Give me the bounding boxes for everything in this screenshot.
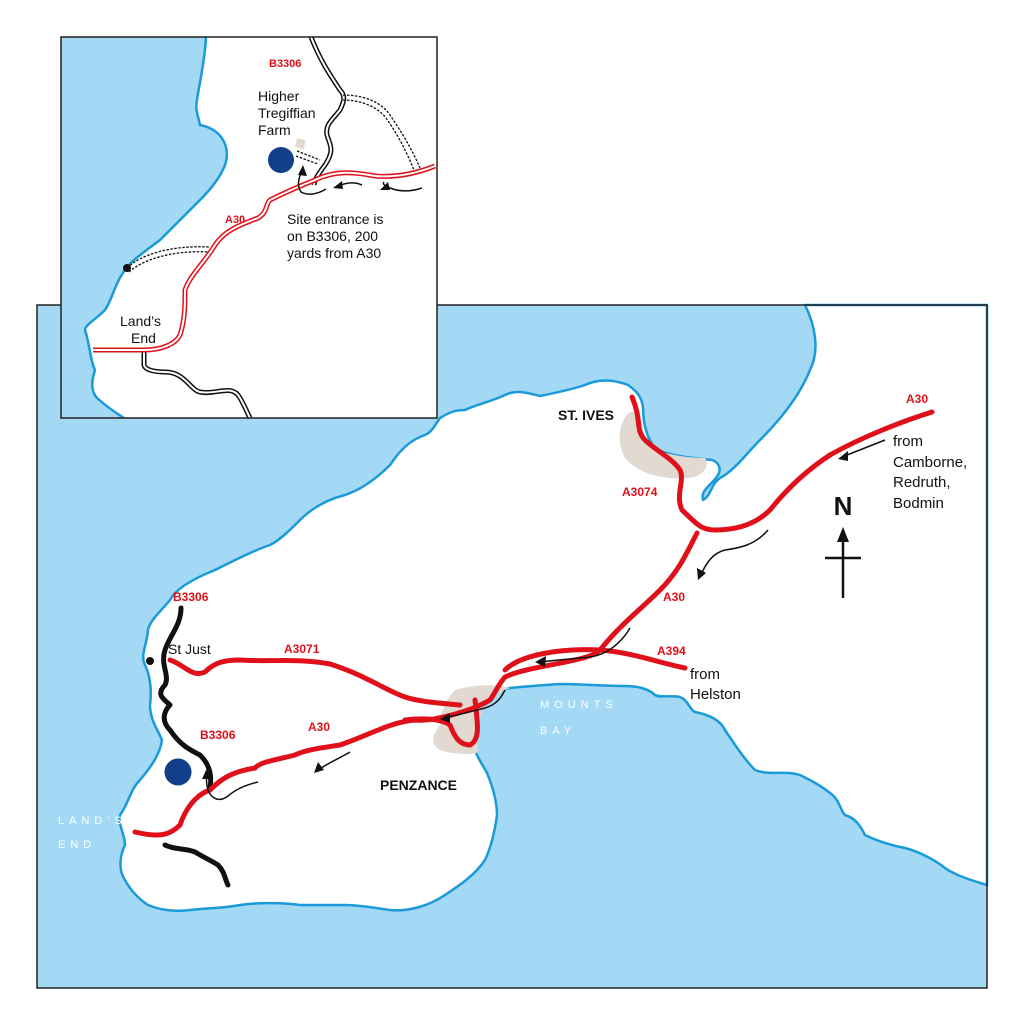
b3306-road (158, 605, 214, 793)
arrow-east (841, 439, 886, 458)
inset-note-line-1: Site entrance is (287, 211, 384, 227)
inset-site-marker[interactable] (268, 147, 294, 173)
a30-east-label: A30 (906, 392, 928, 406)
arrowhead-a30-north (697, 568, 706, 580)
arrowhead-east (838, 451, 848, 461)
penzance-loop (402, 697, 480, 748)
inset-farm-building (294, 138, 306, 150)
arrow-penzance (444, 689, 506, 719)
a3074-label: A3074 (622, 485, 658, 499)
site-marker[interactable] (161, 755, 195, 789)
mounts-bay-label-1: MOUNTS (540, 699, 618, 711)
arrowhead-a30-west (314, 762, 324, 773)
inset-lands-end-line-1: Land’s (120, 313, 161, 329)
inset-b3306-inner (310, 36, 345, 186)
inset-site-name-line-1: Higher (258, 88, 300, 104)
inset-arrowheads (298, 165, 390, 190)
arrow-a394 (539, 627, 631, 663)
a30-west-label: A30 (308, 720, 330, 734)
a3071-road (167, 657, 463, 708)
inset-coastline (83, 36, 228, 420)
from-helston-note: from Helston (690, 666, 741, 703)
inset-arrowhead-right (380, 182, 390, 190)
st-just-dot (146, 657, 154, 665)
inset-track-site-a (296, 150, 321, 161)
inset-arrow-right (382, 181, 423, 192)
inset-frame (60, 36, 438, 419)
inset-arrowhead-turn (298, 165, 307, 176)
from-east-line-4: Bodmin (893, 495, 944, 512)
inset-note-line-2: on B3306, 200 (287, 228, 378, 244)
inset-arrowhead-mid (333, 181, 343, 189)
north-label: N (834, 491, 853, 521)
from-east-line-3: Redruth, (893, 474, 951, 491)
north-arrow: N (825, 491, 861, 598)
lands-end-sea-label-1: LAND'S (58, 815, 127, 827)
penzance-label: PENZANCE (380, 777, 457, 793)
inset-directions-note: Site entrance is on B3306, 200 yards fro… (287, 211, 384, 261)
arrowhead-penzance (440, 713, 450, 723)
from-east-line-2: Camborne, (893, 454, 967, 471)
a394-road (502, 647, 688, 673)
b3306-north-label: B3306 (173, 590, 209, 604)
arrow-a30-north (699, 529, 769, 578)
main-map-frame (36, 304, 988, 989)
arrowhead-a394 (535, 656, 546, 667)
inset-track-ne-b (342, 99, 415, 171)
inset-track-ne-a (342, 94, 421, 169)
inset-lands-end-line-2: End (131, 330, 156, 346)
north-arrow-head (837, 527, 849, 542)
a394-label: A394 (657, 644, 686, 658)
inset-track-west-b (128, 251, 209, 273)
st-just-label: St Just (168, 641, 211, 657)
inset-map: B3306 A30 Higher Tregiffian Farm Site en… (60, 36, 438, 420)
inset-site-name-line-3: Farm (258, 122, 291, 138)
inset-b3306-label: B3306 (269, 58, 301, 70)
arrowheads (202, 451, 848, 779)
inset-south-road-inner (143, 350, 251, 419)
from-east-note: from Camborne, Redruth, Bodmin (893, 433, 967, 512)
main-map: N ST. IVES PENZANCE St Just A30 A30 A30 … (36, 303, 989, 989)
inset-sea (61, 37, 227, 418)
b3306-road-south (162, 842, 231, 888)
inset-a30-label: A30 (225, 214, 245, 226)
a30-road (629, 394, 935, 533)
arrowhead-site (202, 768, 212, 779)
st-ives-label: ST. IVES (558, 407, 614, 423)
inset-village-dot (123, 264, 131, 272)
inset-site-name: Higher Tregiffian Farm (258, 88, 316, 138)
arrow-site (205, 771, 259, 801)
inset-note-line-3: yards from A30 (287, 245, 381, 261)
inset-track-west-a (126, 246, 211, 269)
from-helston-line-2: Helston (690, 686, 741, 703)
mounts-bay-label-2: BAY (540, 725, 576, 737)
inset-arrow-turn (297, 169, 327, 195)
b3306-south-label: B3306 (200, 728, 236, 742)
inset-roads (93, 36, 436, 420)
inset-lands-end-label: Land’s End (120, 313, 161, 346)
a30-mid-label: A30 (663, 590, 685, 604)
inset-tracks (126, 94, 421, 273)
lands-end-sea-label-2: END (58, 839, 96, 851)
inset-a30-inner (93, 165, 436, 351)
a3071-label: A3071 (284, 642, 320, 656)
from-east-line-1: from (893, 433, 923, 450)
inset-site-name-line-2: Tregiffian (258, 105, 316, 121)
direction-arrows (205, 439, 886, 801)
from-helston-line-1: from (690, 666, 720, 683)
a-roads (132, 394, 935, 838)
